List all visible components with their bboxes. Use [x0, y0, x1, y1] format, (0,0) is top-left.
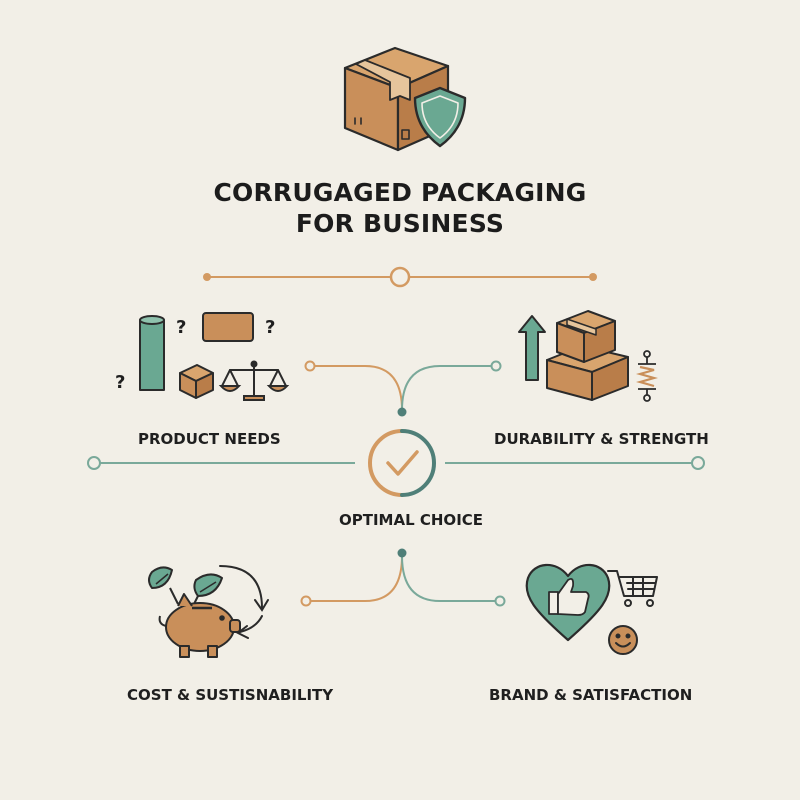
shipping-box-shield-icon [343, 46, 467, 152]
cost-sustainability-label: COST & SUSTISNABILITY [127, 686, 334, 704]
shopping-cart-icon [607, 570, 658, 607]
connector-endpoints [87, 360, 705, 607]
upward-arrow-icon [518, 315, 546, 381]
spring-icon [635, 350, 659, 402]
piggy-bank-icon [158, 593, 241, 658]
brand-satisfaction-label: BRAND & SATISFACTION [489, 686, 693, 704]
product-shapes-icon [139, 312, 254, 399]
page-title-line1: CORRUGAGED PACKAGING [213, 178, 587, 207]
svg-text:?: ? [265, 317, 275, 338]
balance-scale-icon [218, 360, 290, 401]
stacked-boxes-icon [546, 310, 629, 401]
question-mark-icons: ? ? ? [115, 317, 275, 393]
page-title-line2: FOR BUSINESS [295, 209, 505, 238]
recycle-arrow-icon [219, 565, 269, 639]
connectors [96, 365, 698, 602]
heart-thumbs-up-icon [525, 563, 611, 642]
product-needs-label: PRODUCT NEEDS [138, 430, 281, 448]
svg-text:?: ? [176, 317, 186, 338]
checkmark-badge-icon [368, 429, 436, 497]
optimal-choice-label: OPTIMAL CHOICE [339, 511, 484, 529]
top-divider [203, 266, 597, 288]
svg-text:?: ? [115, 372, 125, 393]
durability-strength-label: DURABILITY & STRENGTH [494, 430, 709, 448]
leaf-icons [148, 566, 223, 605]
smiley-face-icon [608, 625, 638, 655]
